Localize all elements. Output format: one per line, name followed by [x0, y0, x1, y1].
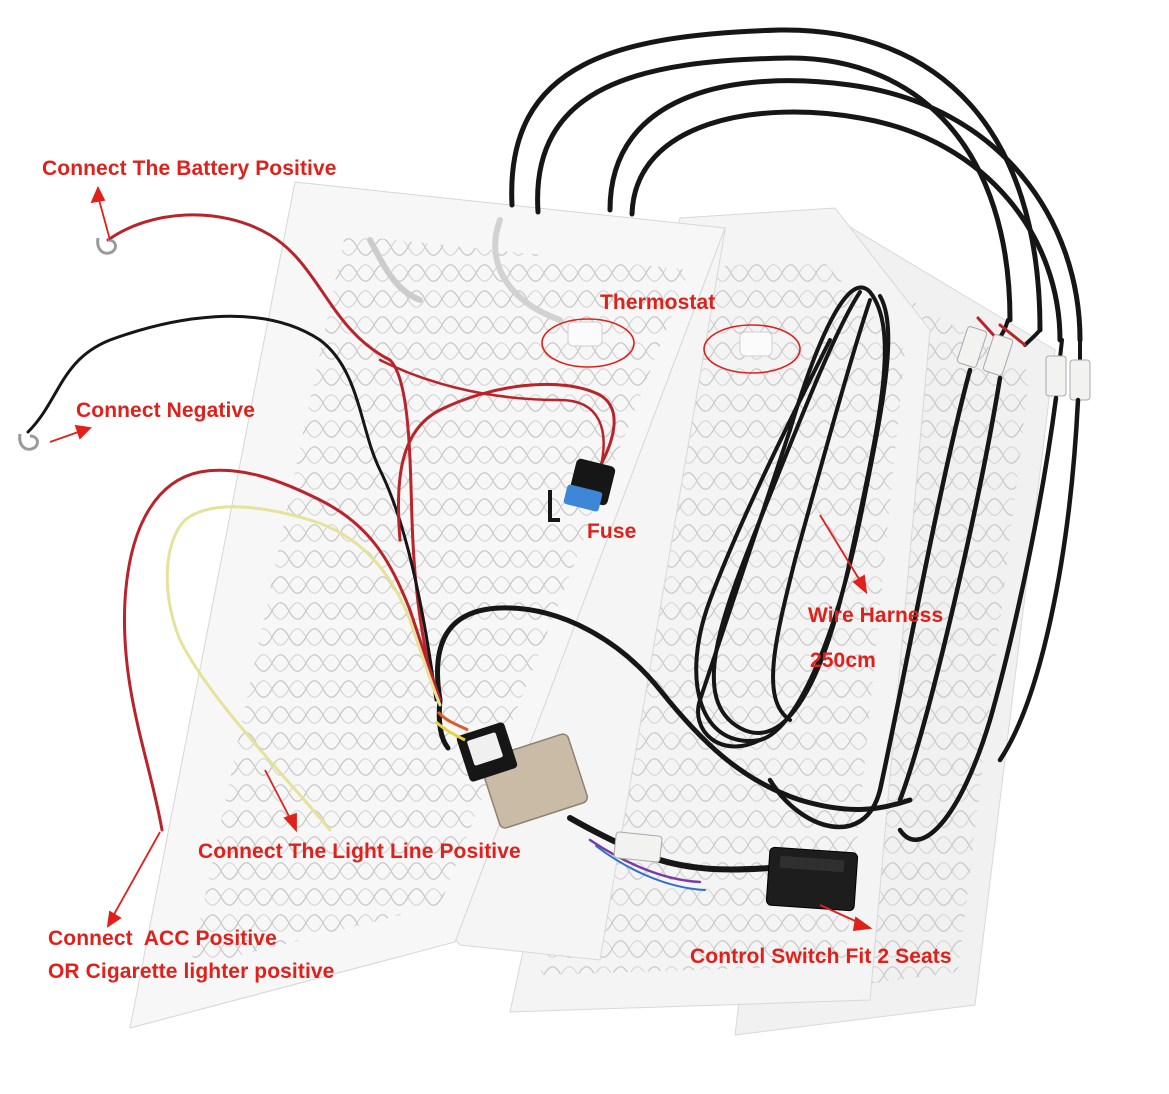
annotation-arrows — [49, 185, 873, 932]
label-light-line-positive: Connect The Light Line Positive — [198, 840, 521, 863]
harness-to-switch — [767, 367, 1081, 842]
label-cigarette-lighter: OR Cigarette lighter positive — [48, 960, 335, 983]
coiled-wire-harness — [694, 285, 891, 749]
switch-connector — [613, 831, 663, 863]
label-wire-harness: Wire Harness — [808, 604, 944, 627]
thermostat-markers — [367, 217, 801, 374]
acc-wire — [122, 468, 442, 832]
fuse-wire-loop — [396, 382, 616, 542]
label-negative: Connect Negative — [76, 399, 255, 422]
label-fuse: Fuse — [587, 520, 637, 543]
light-line-wire — [165, 505, 442, 832]
fuse-holder — [548, 458, 616, 522]
control-switch — [765, 846, 859, 912]
input-wires — [26, 213, 616, 832]
control-module — [435, 710, 589, 829]
label-thermostat: Thermostat — [600, 291, 716, 314]
label-wire-harness-length: 250cm — [810, 649, 876, 672]
label-battery-positive: Connect The Battery Positive — [42, 157, 337, 180]
label-acc-positive: Connect ACC Positive — [48, 927, 277, 950]
negative-wire — [26, 314, 438, 702]
inline-connectors — [956, 326, 1091, 401]
heating-pad-1 — [129, 181, 726, 1029]
ring-terminals — [18, 237, 117, 451]
label-control-switch: Control Switch Fit 2 Seats — [690, 945, 952, 968]
harness-top-loops — [509, 27, 1083, 343]
